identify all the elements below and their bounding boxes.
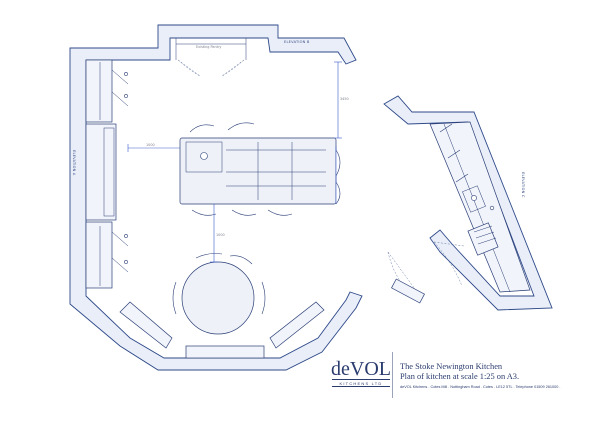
dining-table bbox=[172, 253, 266, 335]
dim-left-label: 1000 bbox=[146, 143, 155, 147]
elevation-a-label: ELEVATION A bbox=[72, 150, 76, 176]
elevation-c-label: ELEVATION C bbox=[521, 172, 525, 198]
bay-window-seating bbox=[119, 301, 325, 359]
devol-logo: deVOL KITCHENS LTD bbox=[326, 358, 396, 387]
plan-subtitle: Plan of kitchen at scale 1:25 on A3. bbox=[400, 372, 520, 381]
pantry-label: Existing Pantry bbox=[196, 45, 221, 49]
logo-text: deVOL bbox=[331, 358, 391, 380]
elevation-b-label: ELEVATION B bbox=[284, 40, 310, 44]
plan-title: The Stoke Newington Kitchen bbox=[400, 362, 503, 371]
dim-top-label: 3450 bbox=[340, 97, 349, 101]
dimension-lines bbox=[127, 61, 342, 263]
logo-subtext: KITCHENS LTD bbox=[332, 379, 390, 387]
company-address: deVOL Kitchens . Cotes Mill . Nottingham… bbox=[400, 385, 561, 389]
pantry-doors bbox=[177, 59, 245, 77]
kitchen-island bbox=[179, 122, 341, 216]
title-block: The Stoke Newington Kitchen Plan of kitc… bbox=[400, 362, 519, 382]
title-divider bbox=[392, 352, 393, 398]
main-room-walls bbox=[69, 24, 363, 371]
left-wall-units bbox=[85, 59, 129, 289]
dim-table-label: 1000 bbox=[216, 233, 225, 237]
right-wall-units bbox=[429, 121, 531, 293]
right-room-doors bbox=[387, 241, 465, 304]
